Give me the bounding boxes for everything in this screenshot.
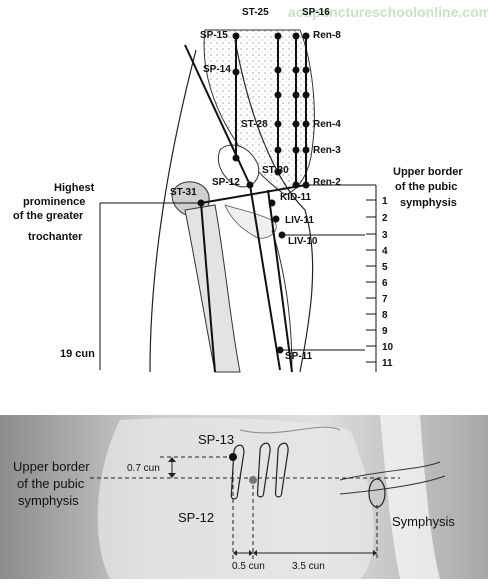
label-liv11: LIV-11	[285, 215, 314, 226]
femur-shaft	[184, 204, 241, 373]
dot-st30	[274, 168, 282, 176]
svg-text:symphysis: symphysis	[18, 493, 79, 508]
label-st30: ST-30	[262, 165, 289, 176]
label-kid11: KID-11	[280, 192, 312, 203]
svg-text:Upper border: Upper border	[13, 459, 90, 474]
label-sp12: SP-12	[212, 177, 240, 188]
label-ren3: Ren-3	[313, 145, 341, 156]
scale-num: 4	[382, 246, 388, 257]
scale-num: 9	[382, 326, 388, 337]
scale-num: 3	[382, 230, 388, 241]
inguinal-line	[200, 184, 307, 204]
dot-st25	[274, 32, 282, 40]
scale-num: 7	[382, 294, 388, 305]
dot-kid11b	[268, 199, 276, 207]
trochanter-caption: Highest prominence of the greater trocha…	[13, 182, 95, 243]
label-ren2: Ren-2	[313, 177, 341, 188]
scale-ticks	[366, 199, 376, 363]
st-thigh-line	[200, 202, 216, 373]
acupoint-dots	[197, 32, 310, 354]
label-ren8: Ren-8	[313, 30, 341, 41]
dot-liv10	[278, 231, 286, 239]
label-st25: ST-25	[242, 7, 269, 18]
label-sp11: SP-11	[285, 351, 313, 362]
dot-sp14	[232, 68, 240, 76]
svg-text:of the pubic: of the pubic	[17, 476, 85, 491]
label-35cun: 3.5 cun	[292, 561, 325, 572]
label-sp12-photo: SP-12	[178, 510, 214, 525]
scale-num: 6	[382, 278, 388, 289]
liv-thigh-line	[267, 189, 293, 373]
svg-text:Highest: Highest	[54, 182, 95, 194]
label-sp13-photo: SP-13	[198, 432, 234, 447]
dot-sp13	[232, 154, 240, 162]
scale-numbers: 1 2 3 4 5 6 7 8 9 10 11	[382, 196, 394, 369]
dot-kid15	[292, 66, 300, 74]
svg-text:trochanter: trochanter	[28, 231, 83, 243]
dot-sp16	[292, 32, 300, 40]
dot-kid14	[292, 91, 300, 99]
dot-ren3	[302, 146, 310, 154]
cun-total-label: 19 cun	[60, 348, 95, 360]
pelvis-bone	[203, 29, 315, 196]
obturator-shape	[218, 144, 260, 188]
dot-st31	[197, 199, 205, 207]
inner-thigh-contour	[271, 229, 293, 373]
dot-st28	[274, 120, 282, 128]
dot-kid11	[292, 181, 300, 189]
scale-num: 8	[382, 310, 388, 321]
crease-curve-1	[339, 461, 441, 481]
capsule-markers	[230, 442, 289, 500]
pubic-caption: Upper border of the pubic symphysis	[393, 166, 463, 209]
skin-fold	[239, 426, 341, 434]
sp-diagonal	[184, 44, 251, 186]
svg-text:Upper border: Upper border	[393, 166, 463, 178]
upper-border-caption: Upper border of the pubic symphysis	[13, 459, 90, 508]
dot-ren4	[302, 120, 310, 128]
dot-liv11	[272, 215, 280, 223]
label-05cun: 0.5 cun	[232, 561, 265, 572]
svg-text:of the pubic: of the pubic	[395, 181, 457, 193]
label-symphysis: Symphysis	[392, 514, 455, 529]
crease-curve-2	[339, 475, 446, 495]
label-st28: ST-28	[241, 119, 268, 130]
svg-text:of the greater: of the greater	[13, 210, 84, 222]
label-sp16: SP-16	[302, 7, 330, 18]
label-st31: ST-31	[170, 187, 197, 198]
scale-num: 2	[382, 213, 388, 224]
dot-kid12	[292, 146, 300, 154]
dot-sp13-photo	[229, 453, 237, 461]
dot-sp12	[246, 181, 254, 189]
label-sp15: SP-15	[200, 30, 228, 41]
label-sp14: SP-14	[203, 64, 231, 75]
label-ren4: Ren-4	[313, 119, 341, 130]
dot-st27	[274, 91, 282, 99]
dot-ren7	[302, 66, 310, 74]
dot-ren8	[302, 32, 310, 40]
scale-num: 1	[382, 196, 388, 207]
top-illustration: acupunctureschoolonline.com	[13, 4, 488, 373]
dot-sp12-photo	[249, 476, 257, 484]
scale-num: 11	[382, 358, 393, 369]
dot-kid13	[292, 120, 300, 128]
dot-sp11	[276, 346, 284, 354]
scale-num: 5	[382, 262, 388, 273]
lesser-trochanter	[224, 204, 277, 239]
dot-ren2	[302, 181, 310, 189]
watermark: acupunctureschoolonline.com	[288, 4, 488, 20]
label-liv10: LIV-10	[288, 236, 318, 247]
dot-ren5	[302, 91, 310, 99]
svg-text:symphysis: symphysis	[400, 197, 457, 209]
bottom-photo: SP-13 SP-12 0.7 cun 0.5 cun 3.5 cun Symp…	[0, 415, 488, 579]
dot-sp15	[232, 32, 240, 40]
dot-st29	[274, 146, 282, 154]
arm-shape	[380, 415, 440, 579]
label-07cun: 0.7 cun	[127, 463, 160, 474]
scale-num: 10	[382, 342, 394, 353]
sp-thigh-line	[249, 184, 281, 371]
dot-st26	[274, 66, 282, 74]
svg-text:prominence: prominence	[23, 196, 85, 208]
